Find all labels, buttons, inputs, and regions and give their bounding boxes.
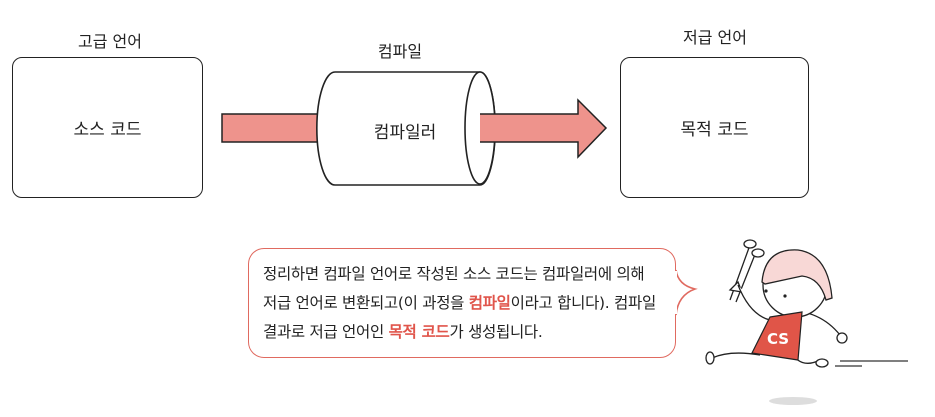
source-heading: 고급 언어	[78, 32, 142, 51]
compile-flow-graphic	[221, 71, 608, 186]
mascot-illustration: CS	[705, 239, 908, 405]
output-arrow	[480, 98, 608, 159]
input-arrow	[221, 113, 323, 143]
compile-heading: 컴파일	[377, 42, 423, 61]
note-highlight-object-code: 목적 코드	[388, 323, 450, 341]
note-text: 이라고 합니다). 컴파일 결과로 저급 언어인	[263, 294, 656, 341]
target-heading: 저급 언어	[683, 28, 747, 47]
note-text: 가 생성됩니다.	[449, 323, 543, 341]
source-code-label: 소스 코드	[73, 120, 142, 140]
object-code-label: 목적 코드	[680, 120, 749, 140]
note-text: 정리하면 컴파일 언어로 작성된 소스 코드는 컴파일러에 의해 저급 언어로 …	[263, 265, 645, 312]
object-code-box: 목적 코드	[620, 57, 809, 198]
mascot-shirt-text: CS	[767, 330, 789, 348]
note-highlight-compile: 컴파일	[468, 294, 511, 312]
compiler-label: 컴파일러	[373, 123, 437, 143]
summary-speech-bubble: 정리하면 컴파일 언어로 작성된 소스 코드는 컴파일러에 의해 저급 언어로 …	[248, 248, 676, 358]
bubble-tail	[670, 269, 698, 316]
source-code-box: 소스 코드	[12, 57, 203, 198]
